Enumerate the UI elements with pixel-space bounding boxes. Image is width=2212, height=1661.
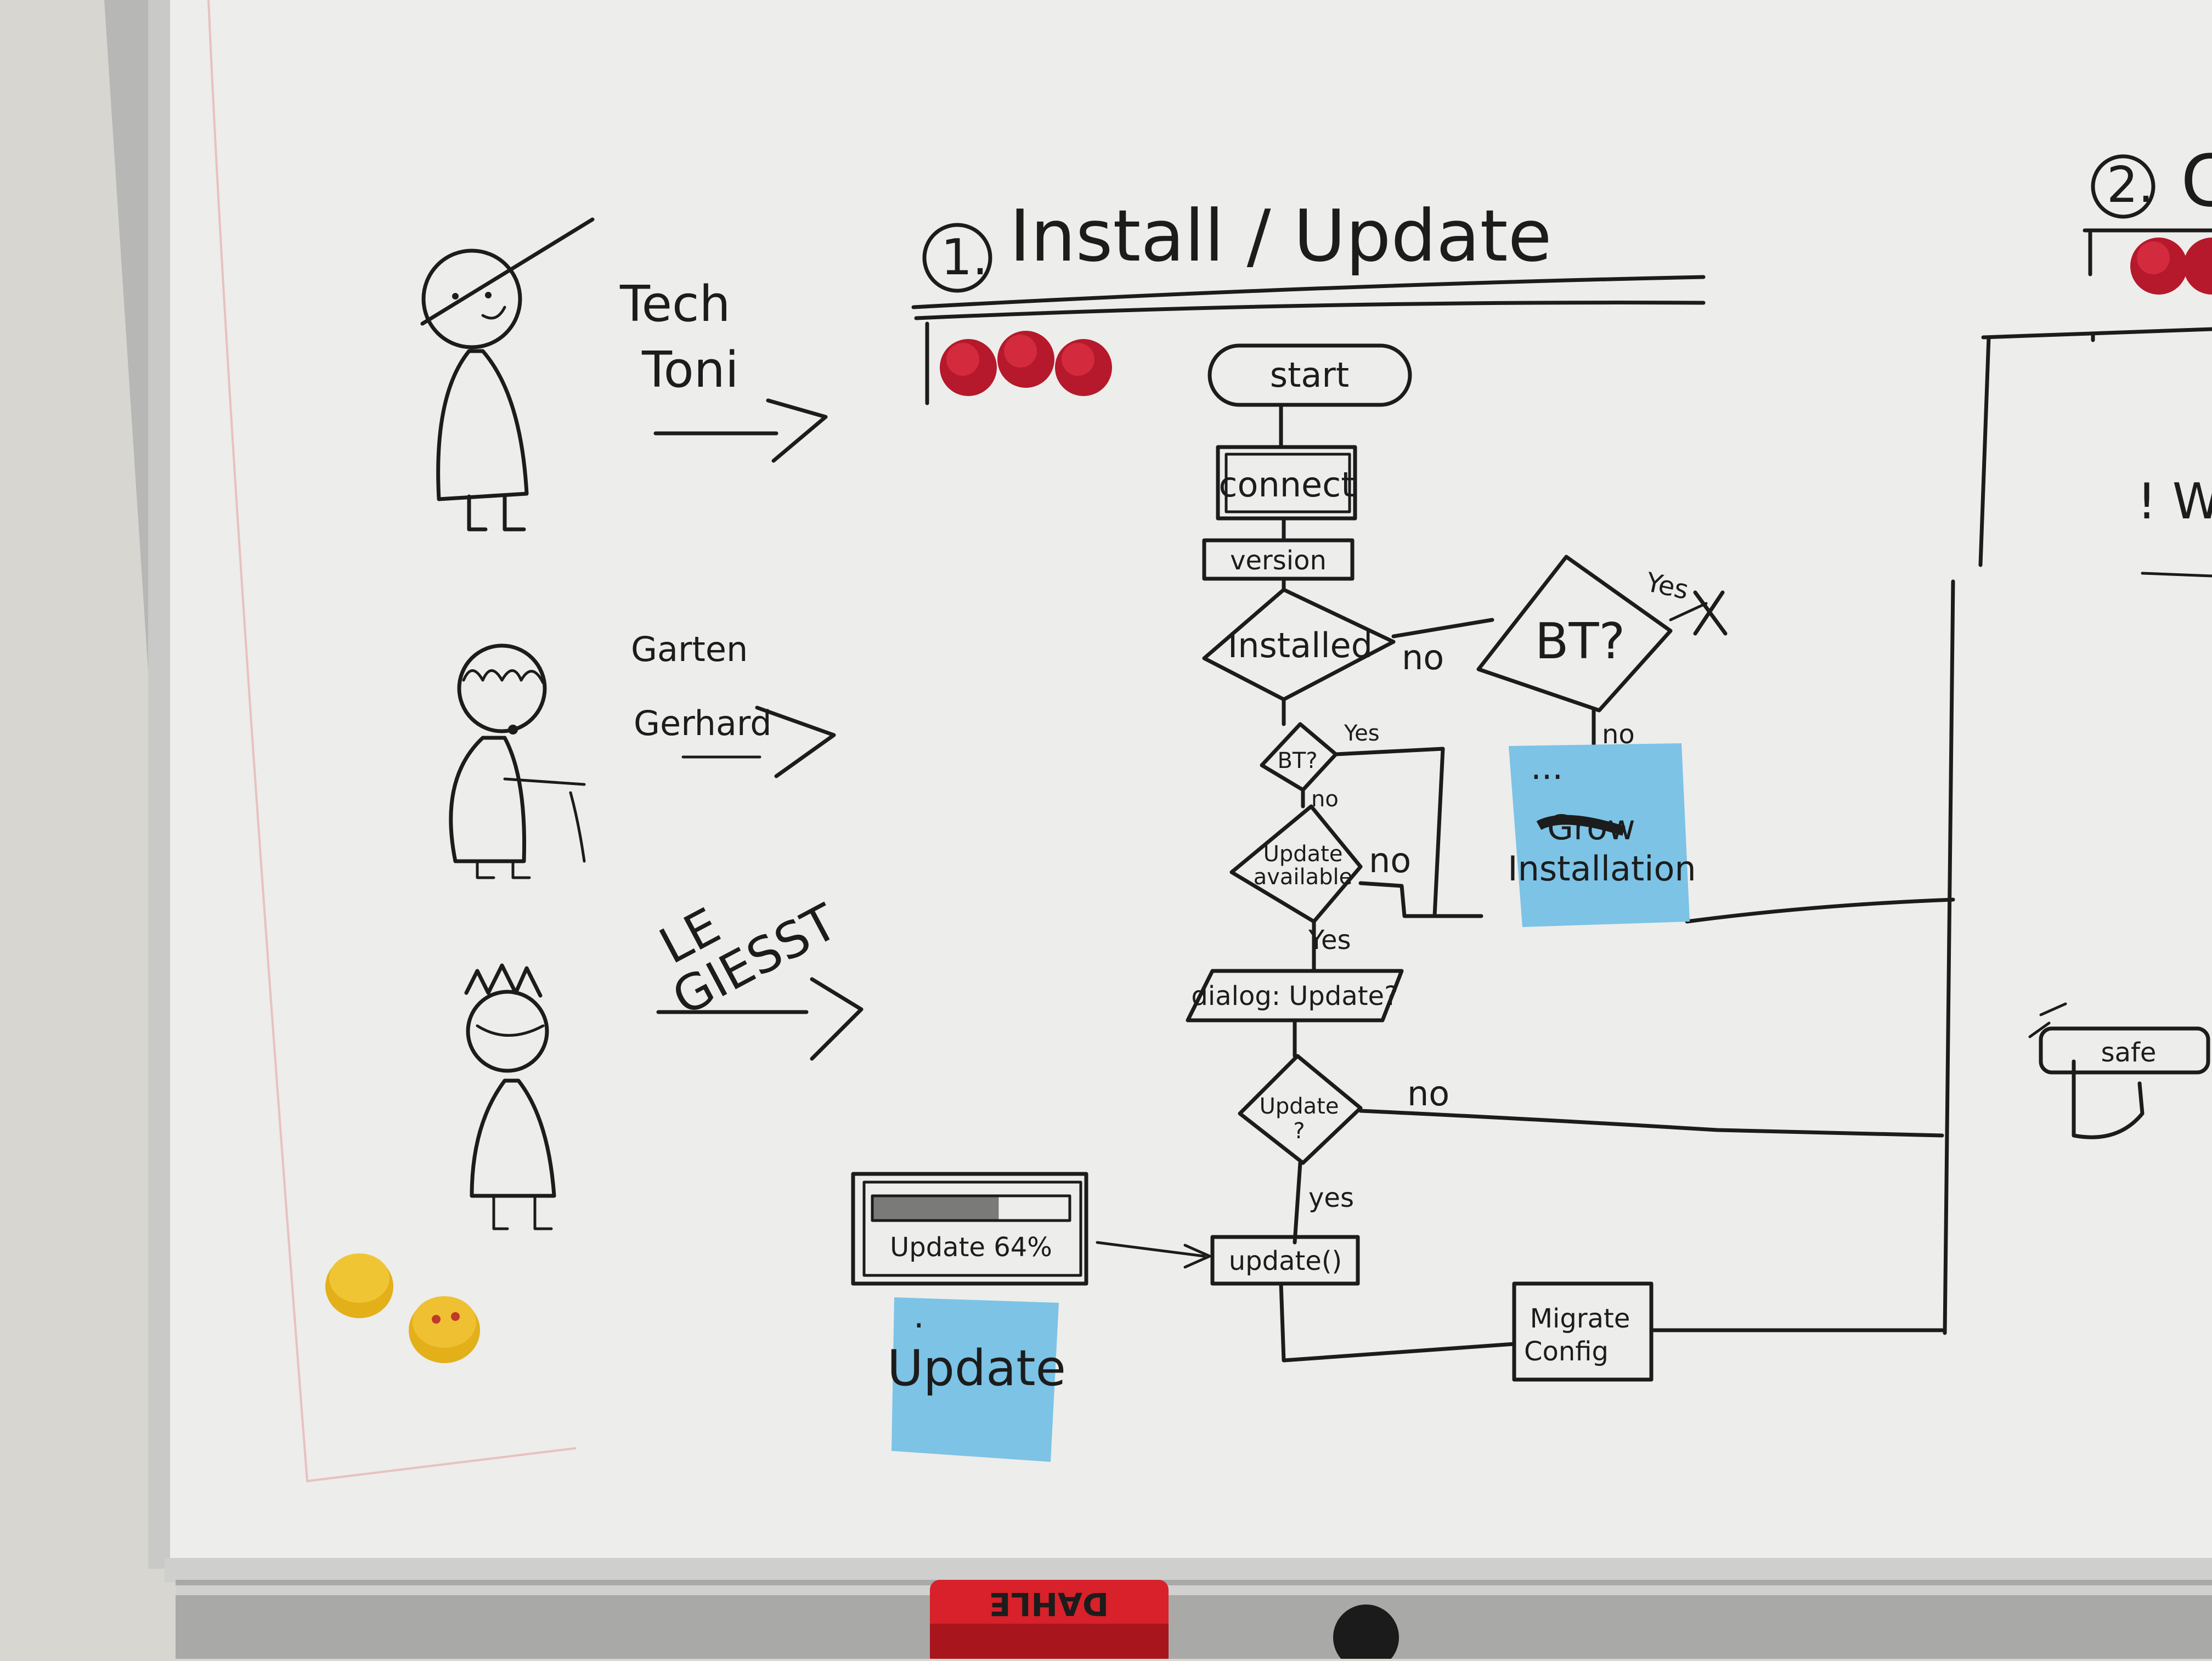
red-magnets-section2[interactable]	[2130, 238, 2212, 295]
flow-bt-main-label: BT?	[1535, 613, 1626, 670]
flow-dialog: dialog: Update?	[1186, 969, 1404, 1022]
persona-head	[421, 248, 522, 349]
cross-mark-icon	[1693, 590, 1728, 636]
progress-mockup: Update 64%	[851, 1172, 1088, 1286]
flow-migrate-config: Migrate Config	[1512, 1281, 1654, 1382]
section2-title: C	[2181, 139, 2212, 223]
persona-name-line2: Toni	[641, 341, 739, 399]
sticky-text: Installation	[1508, 849, 1696, 889]
flow-installed-no: no	[1402, 637, 1444, 677]
flow-update-available-yes: Yes	[1308, 925, 1351, 956]
right-panel-phone-mockup: ! W safe	[1978, 327, 2212, 1139]
yellow-magnets[interactable]	[325, 1253, 480, 1363]
faint-red-mark	[207, 0, 577, 1483]
flow-version: version	[1202, 538, 1355, 581]
flow-update-question-decision: Update ?	[1238, 1054, 1363, 1165]
persona-head	[457, 643, 547, 733]
sticky-note-installation[interactable]: ... Grow Installation	[1508, 743, 1696, 927]
progress-fill	[872, 1196, 999, 1221]
header-line-bottom	[914, 301, 1706, 320]
flow-update-question-yes: yes	[1308, 1183, 1354, 1213]
flow-installed-label: Installed	[1228, 625, 1373, 665]
persona-arrow	[755, 705, 836, 778]
flow-connect-label: connect	[1218, 465, 1354, 505]
flow-bt-main-decision: BT?	[1476, 555, 1673, 713]
persona-head	[466, 990, 549, 1073]
sticky-text: Update	[887, 1340, 1066, 1397]
persona-tech-toni: Tech Toni	[420, 217, 828, 532]
flow-update-available-no: no	[1369, 840, 1411, 880]
section2-number: 2.	[2107, 156, 2154, 214]
progress-label: Update 64%	[890, 1232, 1052, 1263]
marker-tray-lip	[176, 1585, 2212, 1595]
flow-update-question-line1: Update	[1260, 1094, 1339, 1119]
flow-update-available-line2: available	[1254, 865, 1353, 890]
eraser-brand: DAHLE	[989, 1585, 1109, 1623]
section1-number: 1.	[941, 229, 988, 286]
persona-name-line1: Garten	[631, 629, 748, 669]
flow-bt-small-no: no	[1311, 787, 1339, 812]
header-line-top	[911, 275, 1706, 309]
flow-connect: connect	[1216, 445, 1357, 521]
flow-version-label: version	[1230, 545, 1327, 576]
persona-body	[436, 349, 529, 501]
section2-header: 2. C	[2083, 139, 2212, 276]
section1-header: 1. Install / Update	[911, 194, 1706, 405]
crown	[464, 963, 543, 998]
section1-title: Install / Update	[1009, 194, 1552, 278]
flow-update-question-line2: ?	[1293, 1118, 1305, 1144]
flow-start-label: start	[1270, 355, 1349, 395]
connector-right-vertical	[1943, 579, 1955, 1335]
section2-number-circle	[2091, 154, 2155, 219]
flow-start: start	[1207, 343, 1412, 407]
sticky-dots: .	[913, 1296, 924, 1336]
persona-body	[470, 1078, 556, 1198]
flow-update-question-no: no	[1407, 1074, 1449, 1114]
flow-migrate-line2: Config	[1524, 1336, 1609, 1367]
flow-update-available-line1: Update	[1263, 841, 1343, 867]
section1-number-circle	[922, 223, 992, 293]
red-magnets-section1[interactable]	[940, 331, 1112, 396]
flow-update-call-label: update()	[1229, 1246, 1342, 1276]
persona-name-line2: Gerhard	[634, 703, 772, 743]
flow-update-call: update()	[1210, 1235, 1360, 1286]
flow-bt-small-label: BT?	[1277, 748, 1317, 773]
persona-arrow	[810, 977, 864, 1061]
persona-body	[449, 736, 527, 863]
right-panel-partial-text: ! W	[2137, 473, 2212, 530]
board-frame-bottom	[165, 1558, 2212, 1583]
flow-bt-small-yes: Yes	[1344, 721, 1380, 746]
sticky-dots: ...	[1531, 747, 1563, 787]
watering-can	[569, 791, 586, 863]
sticky-note-update[interactable]: . Update	[887, 1296, 1066, 1462]
eraser[interactable]: DAHLE	[930, 1580, 1169, 1659]
safe-label: safe	[2101, 1037, 2157, 1068]
black-marker-cap[interactable]	[1333, 1604, 1399, 1661]
board-surface	[165, 0, 2212, 1563]
persona-name-line1: Tech	[619, 275, 731, 333]
persona-garten-gerhard: Garten Gerhard	[449, 629, 836, 879]
flow-migrate-line1: Migrate	[1530, 1303, 1630, 1334]
safe-button-sketch	[2039, 1026, 2210, 1075]
board-frame-left	[148, 0, 170, 1569]
tap-hand-icon	[2072, 1059, 2145, 1139]
cap-brim	[420, 217, 595, 326]
flow-dialog-label: dialog: Update?	[1191, 981, 1398, 1012]
flow-update-available-decision: Update available	[1229, 804, 1363, 924]
